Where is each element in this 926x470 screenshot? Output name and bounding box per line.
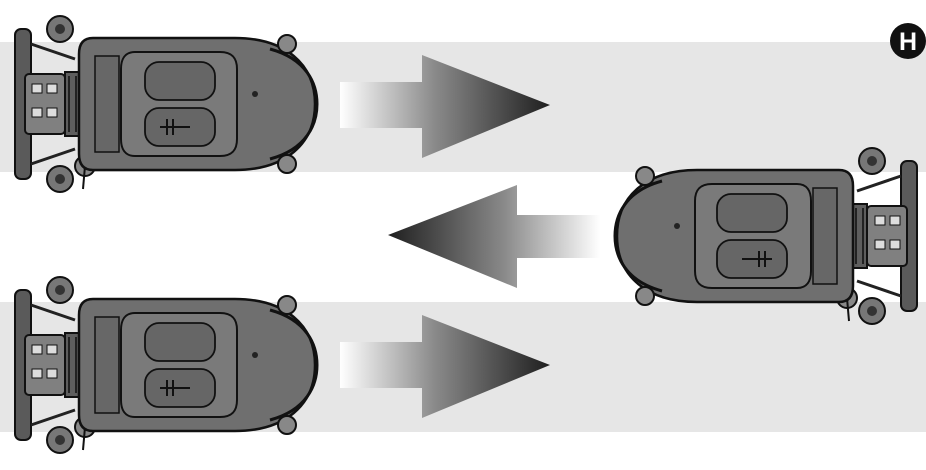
scrubber-machine-icon [15,16,317,192]
scrubber-machine-icon [15,277,317,453]
direction-arrow-icon [388,185,600,288]
step-badge-label: H [899,28,917,56]
scrubber-machine-icon [615,148,917,324]
step-badge-icon: H [890,23,926,59]
